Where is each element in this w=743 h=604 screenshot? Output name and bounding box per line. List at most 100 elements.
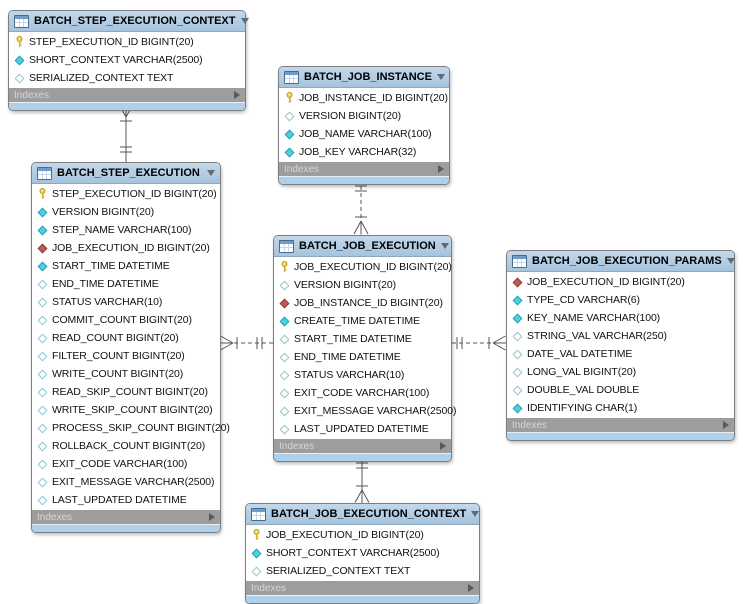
expand-arrow-icon[interactable] <box>440 442 446 450</box>
column-row[interactable]: LONG_VAL BIGINT(20) <box>507 363 734 381</box>
indexes-row[interactable]: Indexes <box>279 162 449 176</box>
column-row[interactable]: JOB_EXECUTION_ID BIGINT(20) <box>274 258 452 276</box>
column-row[interactable]: JOB_EXECUTION_ID BIGINT(20) <box>32 239 220 257</box>
collapse-arrow-icon[interactable] <box>471 511 480 517</box>
indexes-row[interactable]: Indexes <box>9 88 245 102</box>
column-text: EXIT_CODE VARCHAR(100) <box>52 458 188 470</box>
column-row[interactable]: DATE_VAL DATETIME <box>507 345 734 363</box>
nullable-column-icon <box>36 368 48 380</box>
relationship-step-execution-job-execution[interactable] <box>220 335 273 351</box>
column-row[interactable]: LAST_UPDATED DATETIME <box>274 420 451 438</box>
column-row[interactable]: SHORT_CONTEXT VARCHAR(2500) <box>9 51 245 69</box>
relationship-job-execution-params[interactable] <box>452 335 506 351</box>
collapse-arrow-icon[interactable] <box>436 74 445 80</box>
column-text: WRITE_SKIP_COUNT BIGINT(20) <box>52 404 213 416</box>
indexes-row[interactable]: Indexes <box>274 439 451 453</box>
table-batch-step-execution-context[interactable]: BATCH_STEP_EXECUTION_CONTEXT STEP_EXECUTI… <box>8 10 249 111</box>
column-text: JOB_EXECUTION_ID BIGINT(20) <box>294 261 452 273</box>
column-row[interactable]: JOB_NAME VARCHAR(100) <box>279 125 449 143</box>
column-row[interactable]: TYPE_CD VARCHAR(6) <box>507 291 734 309</box>
column-row[interactable]: KEY_NAME VARCHAR(100) <box>507 309 734 327</box>
table-header[interactable]: BATCH_STEP_EXECUTION_CONTEXT <box>9 11 249 32</box>
expand-arrow-icon[interactable] <box>723 421 729 429</box>
column-text: VERSION BIGINT(20) <box>294 279 397 291</box>
table-header[interactable]: BATCH_JOB_INSTANCE <box>279 67 449 88</box>
table-batch-job-execution[interactable]: BATCH_JOB_EXECUTION JOB_EXECUTION_ID BIGI… <box>273 235 456 462</box>
column-row[interactable]: VERSION BIGINT(20) <box>32 203 220 221</box>
indexes-label: Indexes <box>14 89 50 101</box>
collapse-arrow-icon[interactable] <box>240 18 249 24</box>
table-title: BATCH_STEP_EXECUTION_CONTEXT <box>34 15 236 27</box>
column-row[interactable]: SHORT_CONTEXT VARCHAR(2500) <box>246 544 479 562</box>
column-row[interactable]: VERSION BIGINT(20) <box>274 276 451 294</box>
expand-arrow-icon[interactable] <box>438 165 444 173</box>
indexes-row[interactable]: Indexes <box>246 581 479 595</box>
table-header[interactable]: BATCH_STEP_EXECUTION <box>32 163 220 184</box>
column-text: IDENTIFYING CHAR(1) <box>527 402 638 414</box>
column-row[interactable]: READ_SKIP_COUNT BIGINT(20) <box>32 383 220 401</box>
column-text: JOB_EXECUTION_ID BIGINT(20) <box>266 529 424 541</box>
column-row[interactable]: ROLLBACK_COUNT BIGINT(20) <box>32 437 220 455</box>
column-text: COMMIT_COUNT BIGINT(20) <box>52 314 192 326</box>
table-header[interactable]: BATCH_JOB_EXECUTION_PARAMS <box>507 251 735 272</box>
column-row[interactable]: CREATE_TIME DATETIME <box>274 312 451 330</box>
relationship-job-instance-job-execution[interactable] <box>353 179 369 235</box>
collapse-arrow-icon[interactable] <box>726 258 735 264</box>
column-row[interactable]: START_TIME DATETIME <box>32 257 220 275</box>
column-row[interactable]: PROCESS_SKIP_COUNT BIGINT(20) <box>32 419 230 437</box>
indexes-row[interactable]: Indexes <box>507 418 734 432</box>
collapse-arrow-icon[interactable] <box>440 243 449 249</box>
column-row[interactable]: EXIT_MESSAGE VARCHAR(2500) <box>274 402 456 420</box>
column-row[interactable]: JOB_EXECUTION_ID BIGINT(20) <box>507 273 734 291</box>
relationship-step-execution-context[interactable] <box>118 103 134 162</box>
column-row[interactable]: READ_COUNT BIGINT(20) <box>32 329 220 347</box>
column-row[interactable]: EXIT_CODE VARCHAR(100) <box>32 455 220 473</box>
column-row[interactable]: STATUS VARCHAR(10) <box>32 293 220 311</box>
column-row[interactable]: IDENTIFYING CHAR(1) <box>507 399 734 417</box>
column-row[interactable]: JOB_EXECUTION_ID BIGINT(20) <box>246 526 479 544</box>
column-row[interactable]: END_TIME DATETIME <box>32 275 220 293</box>
table-batch-job-execution-context[interactable]: BATCH_JOB_EXECUTION_CONTEXT JOB_EXECUTION… <box>245 503 480 604</box>
column-row[interactable]: START_TIME DATETIME <box>274 330 451 348</box>
indexes-row[interactable]: Indexes <box>32 510 220 524</box>
collapse-arrow-icon[interactable] <box>207 170 215 176</box>
column-text: CREATE_TIME DATETIME <box>294 315 420 327</box>
column-text: START_TIME DATETIME <box>52 260 170 272</box>
table-icon <box>512 254 527 268</box>
column-row[interactable]: JOB_INSTANCE_ID BIGINT(20) <box>274 294 451 312</box>
column-row[interactable]: WRITE_COUNT BIGINT(20) <box>32 365 220 383</box>
column-text: LAST_UPDATED DATETIME <box>52 494 187 506</box>
expand-arrow-icon[interactable] <box>468 584 474 592</box>
column-row[interactable]: EXIT_CODE VARCHAR(100) <box>274 384 451 402</box>
column-row[interactable]: JOB_INSTANCE_ID BIGINT(20) <box>279 89 449 107</box>
nullable-column-icon <box>511 348 523 360</box>
column-row[interactable]: DOUBLE_VAL DOUBLE <box>507 381 734 399</box>
column-row[interactable]: COMMIT_COUNT BIGINT(20) <box>32 311 220 329</box>
table-header[interactable]: BATCH_JOB_EXECUTION <box>274 236 451 257</box>
column-row[interactable]: JOB_KEY VARCHAR(32) <box>279 143 449 161</box>
column-row[interactable]: STEP_EXECUTION_ID BIGINT(20) <box>32 185 220 203</box>
column-row[interactable]: EXIT_MESSAGE VARCHAR(2500) <box>32 473 220 491</box>
notnull-column-icon <box>283 146 295 158</box>
column-text: SHORT_CONTEXT VARCHAR(2500) <box>29 54 203 66</box>
column-row[interactable]: STATUS VARCHAR(10) <box>274 366 451 384</box>
column-row[interactable]: STEP_NAME VARCHAR(100) <box>32 221 220 239</box>
column-row[interactable]: VERSION BIGINT(20) <box>279 107 449 125</box>
column-row[interactable]: SERIALIZED_CONTEXT TEXT <box>9 69 245 87</box>
column-row[interactable]: LAST_UPDATED DATETIME <box>32 491 220 509</box>
column-row[interactable]: STEP_EXECUTION_ID BIGINT(20) <box>9 33 245 51</box>
column-row[interactable]: END_TIME DATETIME <box>274 348 451 366</box>
relationship-job-execution-context[interactable] <box>354 456 370 503</box>
expand-arrow-icon[interactable] <box>234 91 240 99</box>
column-row[interactable]: SERIALIZED_CONTEXT TEXT <box>246 562 479 580</box>
column-row[interactable]: STRING_VAL VARCHAR(250) <box>507 327 734 345</box>
nullable-column-icon <box>283 110 295 122</box>
table-header[interactable]: BATCH_JOB_EXECUTION_CONTEXT <box>246 504 480 525</box>
expand-arrow-icon[interactable] <box>209 513 215 521</box>
column-row[interactable]: FILTER_COUNT BIGINT(20) <box>32 347 220 365</box>
column-row[interactable]: WRITE_SKIP_COUNT BIGINT(20) <box>32 401 220 419</box>
